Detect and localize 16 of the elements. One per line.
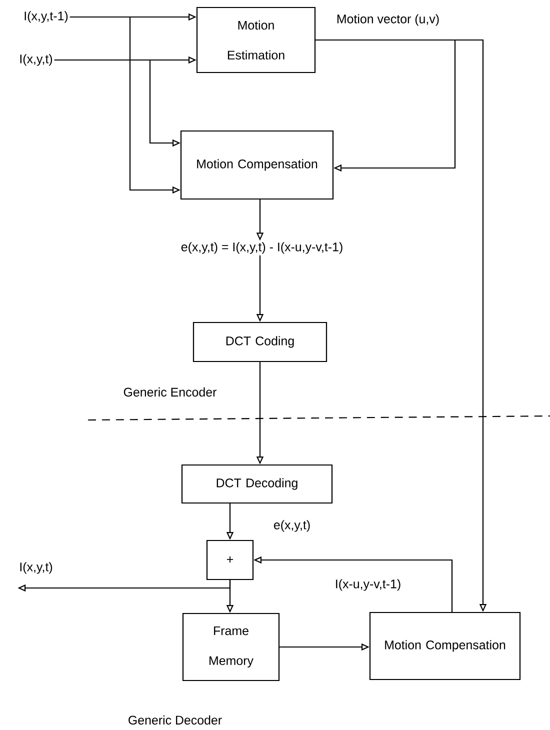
edge-label: I(x-u,y-v,t-1) [336,579,400,591]
equation-text: e(x,y,t) = I(x,y,t) - I(x-u,y-v,t-1) [181,242,342,254]
process-box: Motion Estimation [196,6,316,74]
adder-box: + [206,540,254,580]
edge-label: e(x,y,t) [274,520,310,532]
process-box: Motion Compensation [369,612,521,680]
input-text: I(x,y,t-1) [24,11,68,23]
process-box: Motion Compensation [180,130,334,200]
input-text: I(x,y,t) [20,54,52,66]
output-text: I(x,y,t) [20,562,52,574]
process-box: DCT Decoding [181,464,333,504]
decoder-label: Generic Decoder [128,715,222,725]
process-box: DCT Coding [192,322,328,362]
process-box: Frame Memory [182,612,280,682]
encoder-label: Generic Encoder [124,387,216,397]
edge-label: Motion vector (u,v) [337,14,439,26]
